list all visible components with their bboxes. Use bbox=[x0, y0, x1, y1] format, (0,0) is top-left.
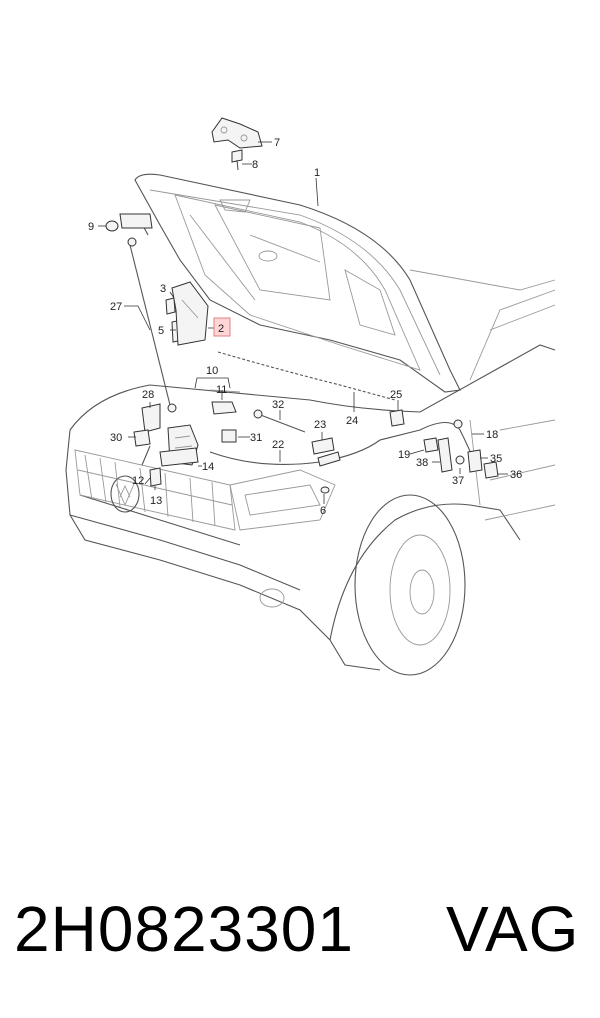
vehicle-outline bbox=[65, 269, 556, 676]
callout-22: 22 bbox=[272, 439, 284, 451]
callout-13: 13 bbox=[150, 495, 162, 507]
part-2-bracket bbox=[171, 281, 209, 346]
part-31-clip bbox=[221, 429, 237, 443]
part-23-guide bbox=[311, 437, 335, 455]
part-8-bolt bbox=[231, 149, 243, 171]
callout-36: 36 bbox=[510, 469, 522, 481]
callout-28: 28 bbox=[142, 389, 154, 401]
callout-6: 6 bbox=[320, 505, 326, 517]
callout-labels: 1 2 3 5 6 7 8 9 10 11 12 13 14 18 19 21 … bbox=[88, 137, 522, 517]
callout-37: 37 bbox=[452, 475, 464, 487]
part-35-bracket bbox=[467, 449, 483, 473]
part-19-clip bbox=[423, 437, 439, 453]
part-6-buffer bbox=[320, 486, 330, 494]
part-24-seal bbox=[217, 351, 396, 401]
callout-27: 27 bbox=[110, 301, 122, 313]
callout-9: 9 bbox=[88, 221, 94, 233]
bonnet-panel bbox=[134, 173, 461, 393]
part-27-gas-strut bbox=[119, 213, 177, 413]
part-7-hinge bbox=[211, 117, 263, 149]
callout-12: 12 bbox=[132, 475, 144, 487]
callout-38: 38 bbox=[416, 457, 428, 469]
callout-19: 19 bbox=[398, 449, 410, 461]
callout-8: 8 bbox=[252, 159, 258, 171]
callout-24: 24 bbox=[346, 415, 358, 427]
callout-23: 23 bbox=[314, 419, 326, 431]
part-13-bolt bbox=[149, 467, 162, 487]
callout-3: 3 bbox=[160, 283, 166, 295]
part-number-text: 2H0823301 bbox=[14, 893, 354, 965]
callout-10: 10 bbox=[206, 365, 218, 377]
callout-2: 2 bbox=[218, 323, 224, 335]
leader-lines bbox=[98, 141, 508, 504]
callout-30: 30 bbox=[110, 432, 122, 444]
part-14-bracket bbox=[159, 447, 199, 467]
callout-1: 1 bbox=[314, 167, 320, 179]
callout-25: 25 bbox=[390, 389, 402, 401]
part-32-rod bbox=[253, 409, 306, 433]
callout-31: 31 bbox=[250, 432, 262, 444]
callout-5: 5 bbox=[158, 325, 164, 337]
part-9-grommet bbox=[105, 220, 119, 232]
parts-diagram: 1 2 3 5 6 7 8 9 10 11 12 13 14 18 19 21 … bbox=[65, 117, 556, 676]
part-12-bolt bbox=[141, 445, 151, 466]
brand-text: VAG bbox=[446, 893, 580, 965]
part-11-switch bbox=[209, 389, 241, 415]
part-3-bolt bbox=[165, 297, 176, 315]
callout-35: 35 bbox=[490, 453, 502, 465]
part-22-cable bbox=[209, 429, 421, 467]
callout-18: 18 bbox=[486, 429, 498, 441]
highlight-box bbox=[213, 317, 231, 337]
part-38-lever bbox=[437, 437, 453, 473]
callout-32: 32 bbox=[272, 399, 284, 411]
callout-14: 14 bbox=[202, 461, 214, 473]
callout-11: 11 bbox=[216, 384, 227, 396]
part-30-clip bbox=[133, 429, 151, 447]
part-28-bracket bbox=[141, 403, 161, 433]
callout-7: 7 bbox=[274, 137, 280, 149]
part-36-handle bbox=[483, 461, 499, 479]
part-37-bolt bbox=[455, 455, 465, 465]
part-25-clip bbox=[389, 409, 405, 427]
